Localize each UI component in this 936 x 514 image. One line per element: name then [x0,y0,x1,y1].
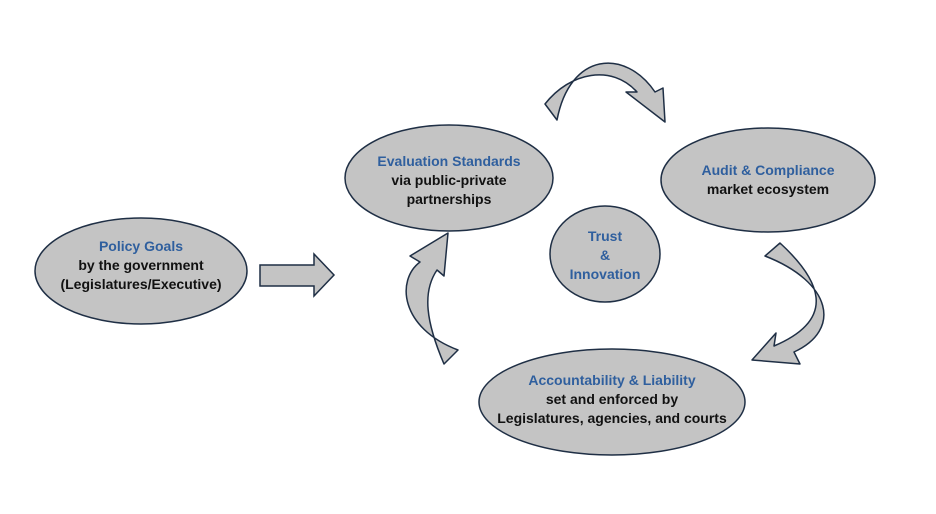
audit-compliance-title: Audit & Compliance [701,162,835,178]
arrow-audit-to-accountability [751,242,825,365]
evaluation-standards-line-1: via public-private [391,172,507,188]
accountability-liability-title: Accountability & Liability [528,372,696,388]
arrow-evaluation-to-audit [544,62,666,123]
policy-goals-node [34,217,248,325]
arrow-policy-to-evaluation [259,252,336,298]
evaluation-standards-node [344,124,554,232]
policy-goals-title: Policy Goals [98,238,184,254]
policy-goals-label: Policy Goals by the government (Legislat… [41,237,241,294]
evaluation-standards-title: Evaluation Standards [377,153,521,169]
accountability-liability-line-1: set and enforced by [545,391,679,407]
trust-innovation-line-3: Innovation [569,266,641,282]
audit-compliance-node [660,127,876,233]
accountability-liability-line-2: Legislatures, agencies, and courts [497,410,727,426]
trust-innovation-label: Trust & Innovation [555,227,655,284]
policy-goals-line-1: by the government [78,257,204,273]
accountability-liability-node [478,348,746,456]
arrow-accountability-to-evaluation [405,232,459,365]
evaluation-standards-label: Evaluation Standards via public-private … [349,152,549,209]
audit-compliance-label: Audit & Compliance market ecosystem [668,161,868,199]
trust-innovation-node [549,205,661,303]
trust-innovation-line-2: & [599,247,611,263]
accountability-liability-label: Accountability & Liability set and enfor… [482,371,742,428]
trust-innovation-line-1: Trust [587,228,623,244]
evaluation-standards-line-2: partnerships [406,191,492,207]
audit-compliance-line-1: market ecosystem [706,181,830,197]
policy-goals-line-2: (Legislatures/Executive) [60,276,222,292]
